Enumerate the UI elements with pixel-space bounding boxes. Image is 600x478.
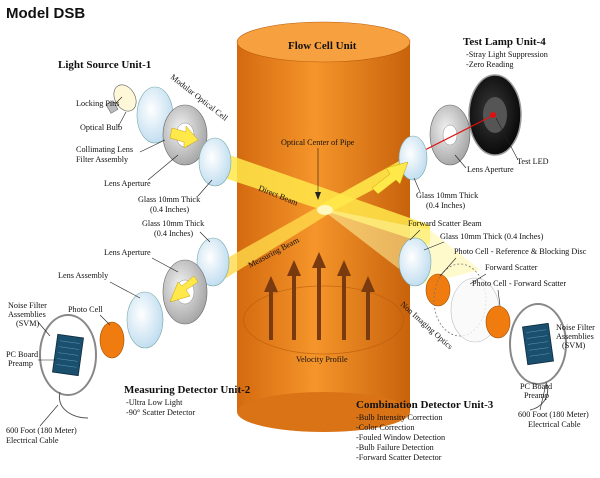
- light-source-assembly: [105, 84, 232, 187]
- combination-detector-bullet-3: -Fouled Window Detection: [356, 433, 445, 442]
- combination-detector-assembly: [398, 237, 567, 411]
- pc-board-label-3a: PC Board: [520, 382, 552, 391]
- pc-board-label-2a: PC Board: [6, 350, 38, 359]
- test-led-label: Test LED: [517, 157, 549, 166]
- noise-filter-label-3a: Noise Filter: [556, 323, 595, 332]
- glass-label-4a: Glass 10mm Thick: [416, 191, 479, 200]
- pc-board-label-3b: Preamp: [524, 391, 549, 400]
- measuring-detector-assembly: [39, 237, 230, 419]
- glass-label-1a: Glass 10mm Thick: [138, 195, 201, 204]
- combination-detector-bullet-2: -Color Correction: [356, 423, 414, 432]
- test-lamp-assembly: [371, 74, 522, 195]
- filter-assembly-label: Filter Assembly: [76, 155, 129, 164]
- glass-label-2b: (0.4 Inches): [154, 229, 193, 238]
- lens-aperture-label-1: Lens Aperture: [104, 179, 151, 188]
- noise-filter-label-3b: Assemblies: [556, 332, 594, 341]
- cable-label-3b: Electrical Cable: [528, 420, 581, 429]
- noise-filter-label-2c: (SVM): [16, 319, 39, 328]
- photo-cell-fwd-label: Photo Cell - Forward Scatter: [472, 279, 566, 288]
- velocity-profile-arrows: [264, 252, 375, 340]
- noise-filter-label-2b: Assemblies: [8, 310, 46, 319]
- light-source-title: Light Source Unit-1: [58, 59, 151, 71]
- locking-pins-label: Locking Pins: [76, 99, 119, 108]
- velocity-profile-label: Velocity Profile: [296, 355, 348, 364]
- test-lamp-title: Test Lamp Unit-4: [463, 36, 546, 48]
- optical-center-label: Optical Center of Pipe: [281, 138, 355, 147]
- forward-scatter-label: Forward Scatter: [485, 263, 538, 272]
- cable-label-2a: 600 Foot (180 Meter): [6, 426, 77, 435]
- forward-scatter-beam-label: Forward Scatter Beam: [408, 219, 482, 228]
- glass-label-2a: Glass 10mm Thick: [142, 219, 205, 228]
- cable-label-2b: Electrical Cable: [6, 436, 59, 445]
- glass-label-1b: (0.4 Inches): [150, 205, 189, 214]
- lens-assembly-label: Lens Assembly: [58, 271, 109, 280]
- measuring-detector-bullet-2: -90° Scatter Detector: [126, 408, 195, 417]
- photo-cell-ref-label: Photo Cell - Reference & Blocking Disc: [454, 247, 587, 256]
- collimating-lens-label: Collimating Lens: [76, 145, 133, 154]
- cable-label-3a: 600 Foot (180 Meter): [518, 410, 589, 419]
- lens-aperture-label-4: Lens Aperture: [467, 165, 514, 174]
- test-lamp-bullet-1: -Stray Light Suppression: [466, 50, 548, 59]
- flow-cell-title: Flow Cell Unit: [288, 40, 357, 52]
- measuring-detector-title: Measuring Detector Unit-2: [124, 384, 251, 396]
- glass-label-4b: (0.4 Inches): [426, 201, 465, 210]
- diagram-title: Model DSB: [6, 5, 85, 22]
- combination-detector-title: Combination Detector Unit-3: [356, 399, 494, 411]
- combination-detector-bullet-5: -Forward Scatter Detector: [356, 453, 442, 462]
- combination-detector-bullet-1: -Bulb Intensity Correction: [356, 413, 442, 422]
- noise-filter-label-2a: Noise Filter: [8, 301, 47, 310]
- photo-cell-label-2: Photo Cell: [68, 305, 104, 314]
- combination-detector-bullet-4: -Bulb Failure Detection: [356, 443, 434, 452]
- glass-label-3: Glass 10mm Thick (0.4 Inches): [440, 232, 544, 241]
- measuring-detector-bullet-1: -Ultra Low Light: [126, 398, 183, 407]
- lens-aperture-label-2: Lens Aperture: [104, 248, 151, 257]
- optical-bulb-label: Optical Bulb: [80, 123, 122, 132]
- pc-board-label-2b: Preamp: [8, 359, 33, 368]
- test-lamp-bullet-2: -Zero Reading: [466, 60, 514, 69]
- noise-filter-label-3c: (SVM): [562, 341, 585, 350]
